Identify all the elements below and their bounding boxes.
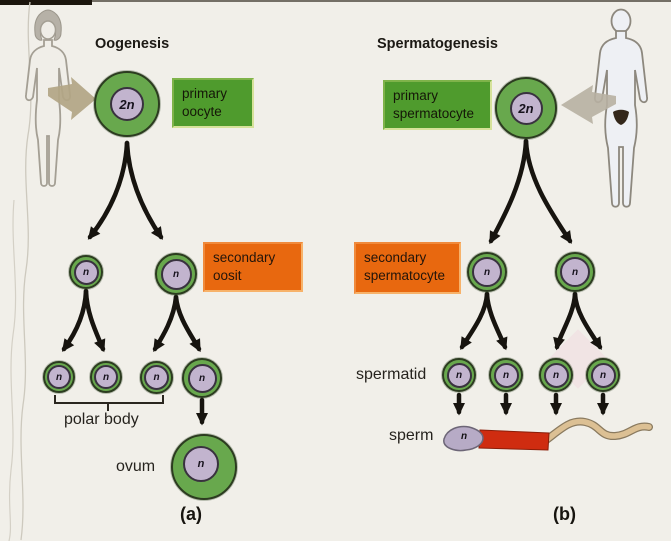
primary-spermatocyte-cell: 2n — [495, 77, 557, 139]
male-head — [610, 8, 632, 34]
panel-a-label: (a) — [180, 504, 202, 524]
polar-body-label: polar body — [64, 411, 139, 428]
cell-nucleus: n — [543, 362, 569, 388]
ploidy-label: n — [502, 369, 510, 381]
meiosis2-arrow — [61, 288, 89, 352]
meiosis2-arrow — [572, 291, 603, 350]
ploidy-label: n — [172, 268, 180, 280]
meiosis1-arrow-right — [523, 138, 573, 244]
ploidy-label: 2n — [518, 100, 534, 116]
scan-edge-artifact — [0, 0, 671, 2]
primary-oocyte-cell: 2n — [94, 71, 160, 137]
cell-nucleus: n — [160, 258, 192, 290]
female-to-cell-arrow-icon — [48, 77, 96, 120]
scan-edge-artifact-left — [0, 0, 92, 5]
ploidy-label: n — [55, 371, 63, 383]
spermatid-label: spermatid — [356, 366, 427, 383]
sperm-illustration — [443, 417, 653, 452]
first-polar-body-cell: n — [69, 255, 103, 289]
ploidy-label: n — [82, 266, 90, 278]
cell-nucleus: n — [187, 363, 217, 393]
cell-nucleus: n — [144, 365, 169, 390]
ploidy-label: n — [198, 372, 206, 384]
meiosis2-arrow — [459, 291, 490, 350]
secondary-spermatocyte-label-box: secondary spermatocyte — [354, 242, 461, 294]
polar-body-cell: n — [43, 361, 75, 393]
male-pubic-mark — [613, 109, 629, 125]
ploidy-label: n — [102, 371, 110, 383]
secondary-oocyte-label-box: secondary oosit — [203, 242, 303, 292]
cell-nucleus: n — [73, 259, 99, 285]
sperm-head-ploidy-label: n — [461, 431, 468, 442]
female-head — [39, 20, 57, 40]
meiosis2-arrow — [173, 294, 202, 353]
meiosis2-arrow — [484, 291, 508, 351]
polar-body-cell: n — [140, 361, 173, 394]
meiosis1-arrow-left — [87, 140, 130, 240]
oogenesis-title: Oogenesis — [95, 36, 170, 52]
ploidy-label: n — [197, 458, 205, 470]
ovum-cell: n — [171, 434, 237, 500]
sperm-head — [443, 425, 484, 452]
polar-body-cell: n — [90, 361, 122, 393]
cell-nucleus: 2n — [509, 91, 543, 125]
polar-body-bracket — [54, 395, 164, 411]
ploidy-label: n — [599, 369, 607, 381]
male-to-cell-arrow-icon — [561, 85, 616, 124]
sperm-label: sperm — [389, 427, 434, 444]
ploidy-label: n — [483, 266, 491, 278]
cell-nucleus: 2n — [110, 87, 144, 121]
ploidy-label: n — [153, 372, 160, 383]
female-body — [25, 39, 71, 187]
cell-nucleus: n — [94, 365, 118, 389]
spermatogenesis-title: Spermatogenesis — [377, 36, 498, 52]
primary-oocyte-label-box: primary oocyte — [172, 78, 254, 128]
oogenesis-arrows — [61, 140, 208, 426]
spermatid-cell: n — [489, 358, 523, 392]
secondary-spermatocyte-cell: n — [467, 252, 507, 292]
meiosis2-arrow — [83, 288, 106, 353]
cell-nucleus: n — [47, 365, 71, 389]
spermatogenesis-arrows — [453, 138, 609, 416]
meiosis1-arrow-left — [488, 138, 529, 245]
secondary-spermatocyte-cell: n — [555, 252, 595, 292]
cell-nucleus: n — [183, 446, 219, 482]
spermatid-cell: n — [539, 358, 573, 392]
sperm-tail — [542, 418, 652, 444]
spermatid-cell: n — [586, 358, 620, 392]
ovum-label: ovum — [116, 458, 156, 475]
ootid-cell: n — [182, 358, 222, 398]
cell-nucleus: n — [472, 257, 502, 287]
meiosis1-arrow-right — [124, 140, 164, 240]
cell-nucleus: n — [560, 257, 590, 287]
panel-b-label: (b) — [553, 504, 576, 524]
ploidy-label: 2n — [119, 96, 135, 112]
meiosis2-arrow — [152, 294, 179, 352]
ploidy-label: n — [552, 369, 560, 381]
secondary-oocyte-cell: n — [155, 253, 197, 295]
ploidy-label: n — [571, 266, 579, 278]
female-hair — [34, 9, 62, 41]
primary-spermatocyte-label-box: primary spermatocyte — [383, 80, 492, 130]
spermatid-cell: n — [442, 358, 476, 392]
cell-nucleus: n — [590, 362, 616, 388]
cell-nucleus: n — [493, 362, 519, 388]
sperm-midpiece — [478, 429, 550, 451]
ploidy-label: n — [455, 369, 463, 381]
torn-paper-edge-2 — [8, 199, 17, 541]
cell-nucleus: n — [446, 362, 472, 388]
